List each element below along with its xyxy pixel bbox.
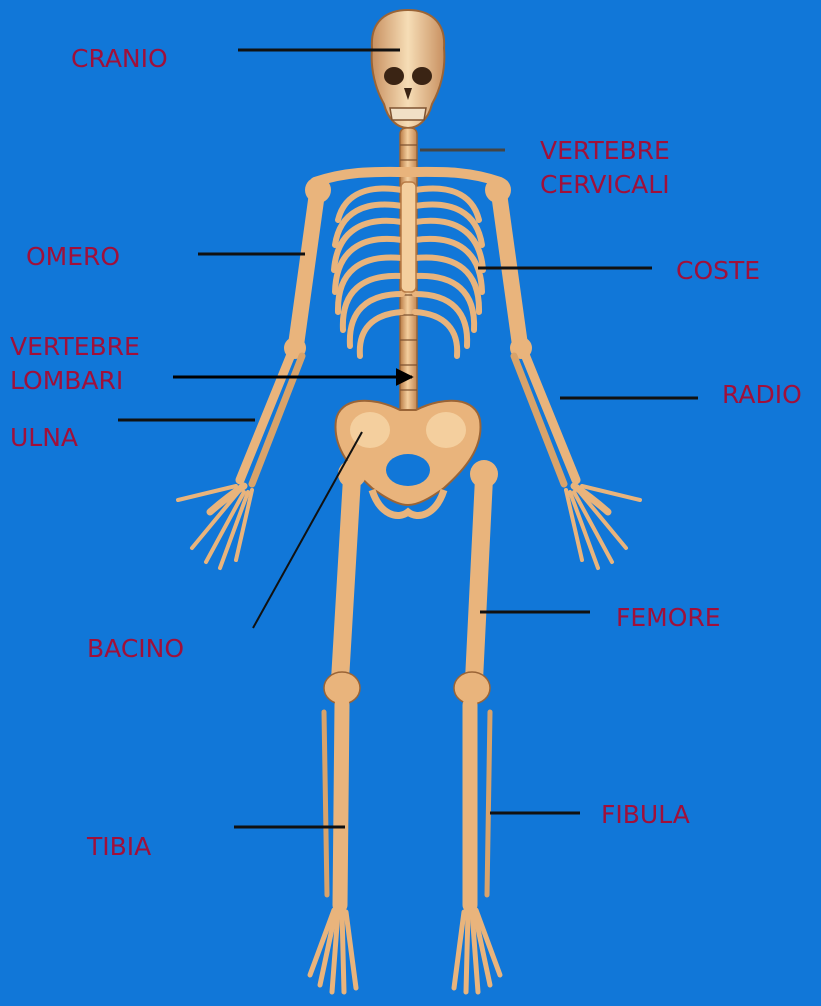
label-coste: COSTE: [676, 254, 760, 288]
label-omero: OMERO: [26, 240, 120, 274]
legs: [310, 460, 500, 992]
label-tibia: TIBIA: [87, 830, 151, 864]
label-bacino: BACINO: [87, 632, 184, 666]
label-cranio: CRANIO: [71, 42, 168, 76]
label-radio: RADIO: [722, 378, 802, 412]
label-ulna: ULNA: [10, 421, 78, 455]
label-vertebre-cervicali: VERTEBRE CERVICALI: [540, 134, 670, 202]
label-fibula: FIBULA: [601, 798, 690, 832]
skull: [372, 10, 445, 128]
label-femore: FEMORE: [616, 601, 721, 635]
label-vertebre-lombari: VERTEBRE LOMBARI: [10, 330, 140, 398]
